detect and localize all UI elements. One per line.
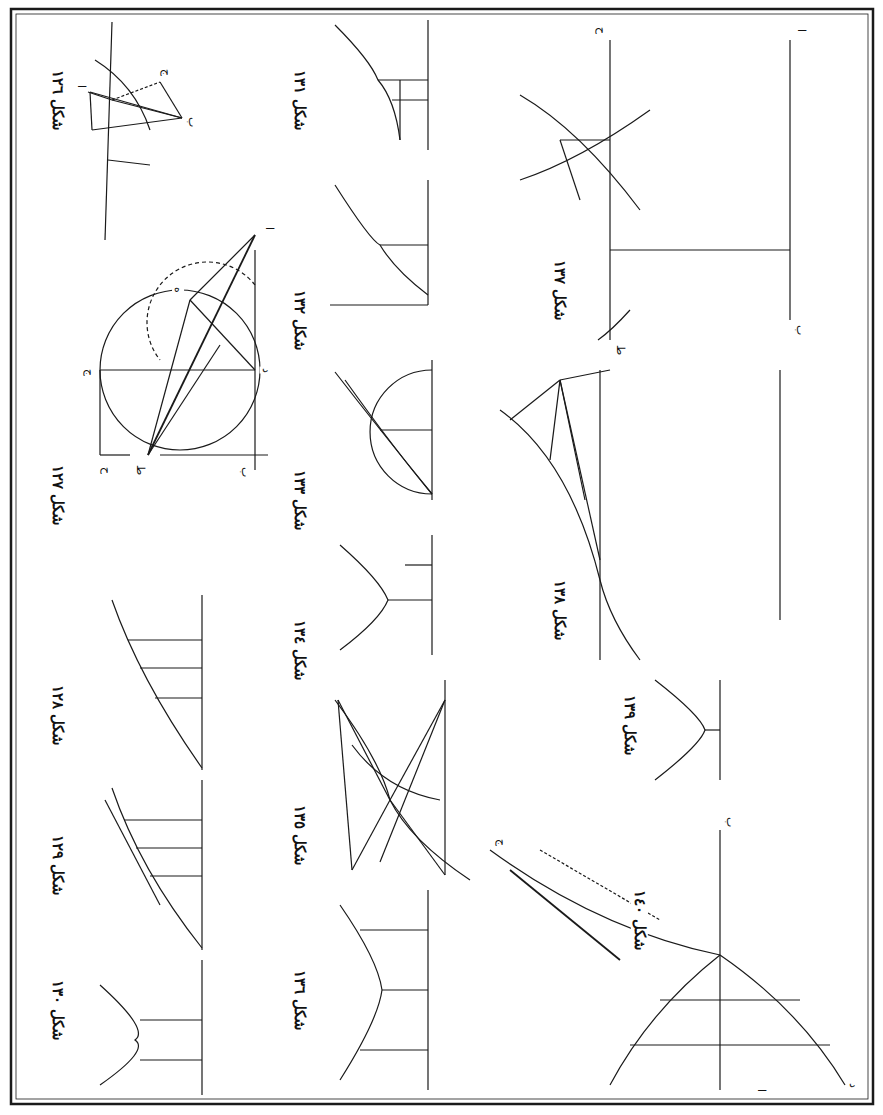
figure-number: شكل ١٣٧ xyxy=(552,258,569,321)
point-letter: ب xyxy=(724,816,736,828)
point-letter: ط xyxy=(614,344,626,356)
figure-132 xyxy=(330,180,428,305)
inner-frame xyxy=(16,14,868,1099)
point-letter: ط xyxy=(134,464,146,476)
point-letter: ج xyxy=(82,368,94,377)
figure-number: شكل ١٣٠ xyxy=(50,978,67,1041)
figure-129 xyxy=(105,780,202,950)
point-letter: ا xyxy=(794,28,806,33)
figure-number: شكل ١٣٣ xyxy=(292,468,309,531)
figure-133 xyxy=(335,360,432,500)
outer-frame xyxy=(11,9,873,1104)
point-letter: ب xyxy=(239,466,251,478)
figure-134 xyxy=(340,535,432,655)
figure-number: شكل ١٣٨ xyxy=(552,578,569,641)
figure-139 xyxy=(655,680,720,780)
figure-136 xyxy=(340,890,428,1090)
figure-number: شكل ١٢٨ xyxy=(50,683,67,746)
figure-number: شكل ١٢٦ xyxy=(50,68,67,131)
figure-138 xyxy=(500,370,780,660)
point-letter: ا xyxy=(262,226,274,231)
point-letter: ح xyxy=(594,26,606,35)
figure-number: شكل ١٤٠ xyxy=(632,888,649,951)
figure-number: شكل ١٣٤ xyxy=(292,618,309,681)
figure-128 xyxy=(112,595,202,770)
figure-140 xyxy=(490,830,845,1090)
point-letter: ه xyxy=(172,286,184,294)
figure-127 xyxy=(100,235,268,470)
figure-number: شكل ١٣٥ xyxy=(292,803,309,866)
point-letter: ب xyxy=(794,324,806,336)
figure-135 xyxy=(335,680,470,880)
figure-131 xyxy=(335,20,428,150)
figure-number: شكل ١٣١ xyxy=(292,68,309,131)
figure-126 xyxy=(88,22,182,240)
point-letter: د xyxy=(259,367,271,374)
point-letter: د xyxy=(846,1082,858,1089)
point-letter: ح xyxy=(99,466,111,475)
point-letter: ا xyxy=(74,84,86,89)
point-letter: ا xyxy=(754,1088,766,1093)
figure-130 xyxy=(100,960,202,1095)
figure-number: شكل ١٣٢ xyxy=(292,288,309,351)
figure-137 xyxy=(520,40,790,340)
point-letter: ج xyxy=(159,68,171,77)
figure-number: شكل ١٣٦ xyxy=(292,968,309,1031)
point-letter: ب xyxy=(186,116,198,128)
point-letter: ج xyxy=(494,838,506,847)
figure-number: شكل ١٢٧ xyxy=(50,463,67,526)
figure-number: شكل ١٢٩ xyxy=(50,833,67,896)
figure-number: شكل ١٣٩ xyxy=(622,693,639,756)
